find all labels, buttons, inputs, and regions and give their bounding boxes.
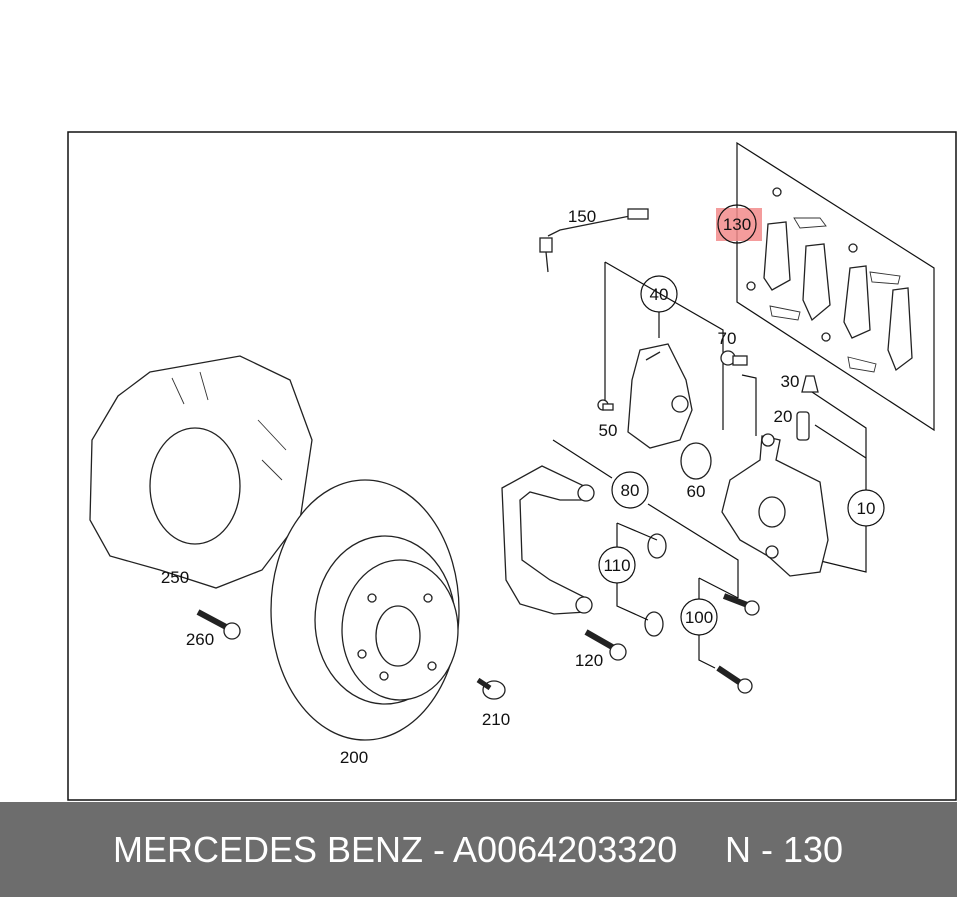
screw-210[interactable] xyxy=(476,677,506,700)
callout-250[interactable]: 250 xyxy=(161,568,189,587)
screw-50[interactable] xyxy=(597,399,614,411)
callout-50[interactable]: 50 xyxy=(599,421,618,440)
wear-sensor[interactable] xyxy=(539,208,649,273)
brake-parts-diagram: 130 150 40 60 50 70 30 20 10 80 xyxy=(67,131,957,801)
caliper-carrier[interactable] xyxy=(501,465,595,615)
callout-110[interactable]: 110 xyxy=(603,556,630,575)
footer-bar: MERCEDES BENZ - A0064203320 N - 130 xyxy=(0,802,957,897)
callout-260[interactable]: 260 xyxy=(186,630,214,649)
brake-disc[interactable] xyxy=(270,479,460,741)
callout-circle-130 xyxy=(717,204,757,244)
o-ring[interactable] xyxy=(680,442,712,480)
brand-part-number: MERCEDES BENZ - A0064203320 xyxy=(113,828,678,870)
callout-10[interactable]: 10 xyxy=(857,499,876,518)
brake-pad-kit[interactable] xyxy=(736,141,935,432)
parking-brake-actuator[interactable] xyxy=(627,343,693,449)
callout-30[interactable]: 30 xyxy=(781,372,800,391)
cap-30[interactable] xyxy=(801,375,819,393)
guide-bushing-upper[interactable] xyxy=(647,533,667,559)
callout-210[interactable]: 210 xyxy=(482,710,510,729)
brake-caliper[interactable] xyxy=(721,433,829,577)
bolt-100-upper[interactable] xyxy=(722,593,760,616)
callout-60[interactable]: 60 xyxy=(687,482,706,501)
bolt-70[interactable] xyxy=(720,350,748,366)
position-number: N - 130 xyxy=(725,828,844,870)
callout-20[interactable]: 20 xyxy=(774,407,793,426)
guide-bushing-lower[interactable] xyxy=(644,611,664,637)
callout-130[interactable]: 130 xyxy=(723,215,751,234)
dust-shield[interactable] xyxy=(89,355,313,589)
bleed-valve-20[interactable] xyxy=(796,411,810,441)
highlight-box xyxy=(716,208,762,241)
callout-40[interactable]: 40 xyxy=(650,285,669,304)
bolt-120[interactable] xyxy=(584,629,627,661)
bolt-260[interactable] xyxy=(196,609,241,640)
callout-200[interactable]: 200 xyxy=(340,748,368,767)
callout-70[interactable]: 70 xyxy=(718,329,737,348)
callout-80[interactable]: 80 xyxy=(621,481,640,500)
callout-150[interactable]: 150 xyxy=(568,207,596,226)
callout-100[interactable]: 100 xyxy=(685,608,713,627)
bolt-100-lower[interactable] xyxy=(716,665,753,694)
callout-120[interactable]: 120 xyxy=(575,651,603,670)
